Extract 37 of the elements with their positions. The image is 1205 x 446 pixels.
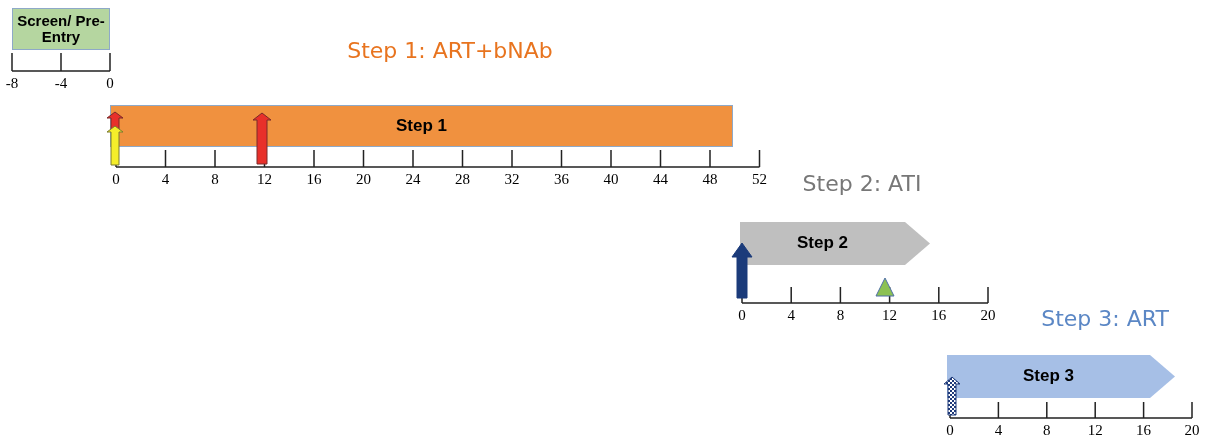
phase-bar [110, 105, 733, 147]
tick-label: 8 [1043, 422, 1051, 439]
tick-label: 48 [702, 171, 718, 188]
tick-label: 12 [1087, 422, 1103, 439]
tick-label: 8 [836, 307, 845, 324]
tick-label: 4 [994, 422, 1003, 439]
tick-label: 36 [554, 171, 569, 188]
tick-label: 52 [752, 171, 767, 188]
tick-label: 16 [931, 307, 947, 324]
phase-heading: Step 1: ART+bNAb [347, 38, 553, 63]
tick-label: 12 [257, 171, 272, 188]
tick-label: 8 [211, 171, 219, 188]
phase-heading: Step 2: ATI [802, 171, 922, 196]
tick-label: 24 [405, 171, 421, 188]
tick-label: 4 [161, 171, 170, 188]
phase-label: Step 1 [396, 115, 447, 137]
phase-label: Step 3 [1023, 366, 1074, 387]
phase-label: Step 2 [797, 233, 848, 254]
tick-label: 40 [603, 171, 619, 188]
tick-label: 16 [306, 171, 322, 188]
tick-label: 0 [112, 171, 120, 188]
tick-label: 0 [946, 422, 954, 439]
tick-label: 12 [882, 307, 898, 324]
tick-label: 0 [106, 75, 114, 92]
tick-label: 4 [787, 307, 795, 324]
tick-label: 20 [980, 307, 996, 324]
phase-heading: Step 3: ART [1041, 306, 1169, 331]
tick-label: 16 [1136, 422, 1152, 439]
tick-label: -4 [54, 75, 68, 92]
phase-label: Screen/ Pre-Entry [16, 13, 106, 45]
tick-label: 20 [1184, 422, 1200, 439]
tick-label: 32 [504, 171, 520, 188]
tick-label: 28 [455, 171, 470, 188]
tick-label: 20 [356, 171, 371, 188]
tick-label: -8 [5, 75, 19, 92]
tick-label: 44 [653, 171, 668, 188]
tick-label: 0 [738, 307, 746, 324]
